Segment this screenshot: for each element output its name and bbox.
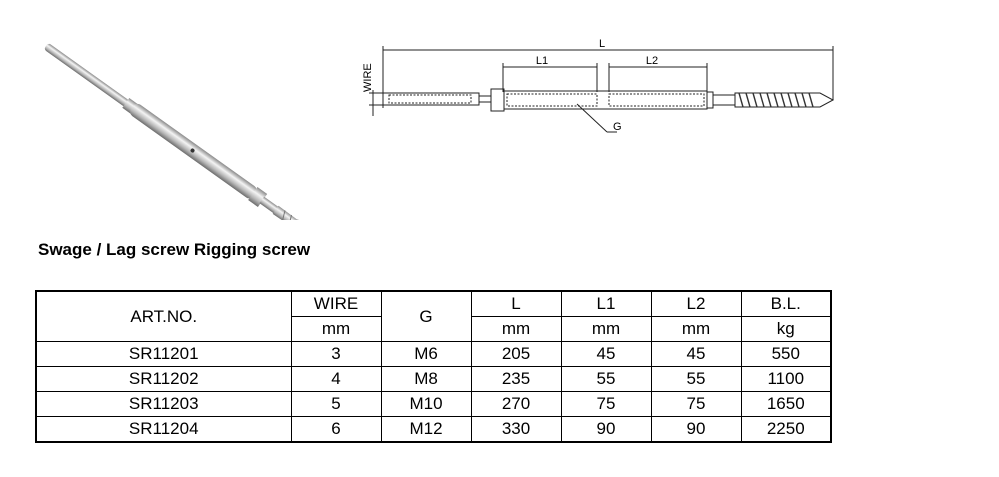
table-cell: SR11202 (35, 366, 292, 392)
table-cell: 270 (470, 391, 562, 417)
table-cell: SR11204 (35, 416, 292, 443)
label-l2: L2 (646, 55, 658, 67)
table-cell: 45 (650, 341, 742, 367)
label-l: L (599, 38, 605, 50)
unit-cell: kg (740, 316, 832, 342)
table-cell: 75 (650, 391, 742, 417)
unit-cell: mm (650, 316, 742, 342)
header-g: G (380, 290, 472, 342)
product-photo (44, 43, 371, 220)
unit-cell: mm (470, 316, 562, 342)
label-g: G (613, 121, 622, 133)
table-cell: 235 (470, 366, 562, 392)
table-cell: 5 (290, 391, 382, 417)
label-wire: WIRE (362, 63, 374, 92)
table-cell: M12 (380, 416, 472, 443)
table-cell: 90 (650, 416, 742, 443)
table-cell: M6 (380, 341, 472, 367)
table-cell: 3 (290, 341, 382, 367)
label-l1: L1 (536, 55, 548, 67)
product-title: Swage / Lag screw Rigging screw (38, 240, 311, 259)
spec-table: ART.NO. WIRE G L L1 L2 B.L. mm mm mm mm … (35, 290, 832, 443)
table-cell: 4 (290, 366, 382, 392)
header-l2: L2 (650, 290, 742, 317)
technical-drawing: L L1 L2 G WIRE (362, 38, 835, 133)
header-bl: B.L. (740, 290, 832, 317)
table-cell: M10 (380, 391, 472, 417)
table-cell: 2250 (740, 416, 832, 443)
table-cell: 55 (650, 366, 742, 392)
header-wire: WIRE (290, 290, 382, 317)
header-l1: L1 (560, 290, 652, 317)
table-cell: 45 (560, 341, 652, 367)
table-cell: 1650 (740, 391, 832, 417)
unit-cell: mm (560, 316, 652, 342)
header-l: L (470, 290, 562, 317)
table-cell: 55 (560, 366, 652, 392)
table-cell: 550 (740, 341, 832, 367)
header-art-no: ART.NO. (35, 290, 292, 342)
table-cell: M8 (380, 366, 472, 392)
table-cell: SR11201 (35, 341, 292, 367)
table-cell: 1100 (740, 366, 832, 392)
table-cell: 330 (470, 416, 562, 443)
table-cell: SR11203 (35, 391, 292, 417)
unit-cell: mm (290, 316, 382, 342)
header-row: ART.NO. WIRE G L L1 L2 B.L. (35, 290, 832, 342)
table-cell: 90 (560, 416, 652, 443)
table-cell: 6 (290, 416, 382, 443)
table-cell: 205 (470, 341, 562, 367)
table-cell: 75 (560, 391, 652, 417)
units-row: mm mm mm mm kg (36, 316, 832, 342)
